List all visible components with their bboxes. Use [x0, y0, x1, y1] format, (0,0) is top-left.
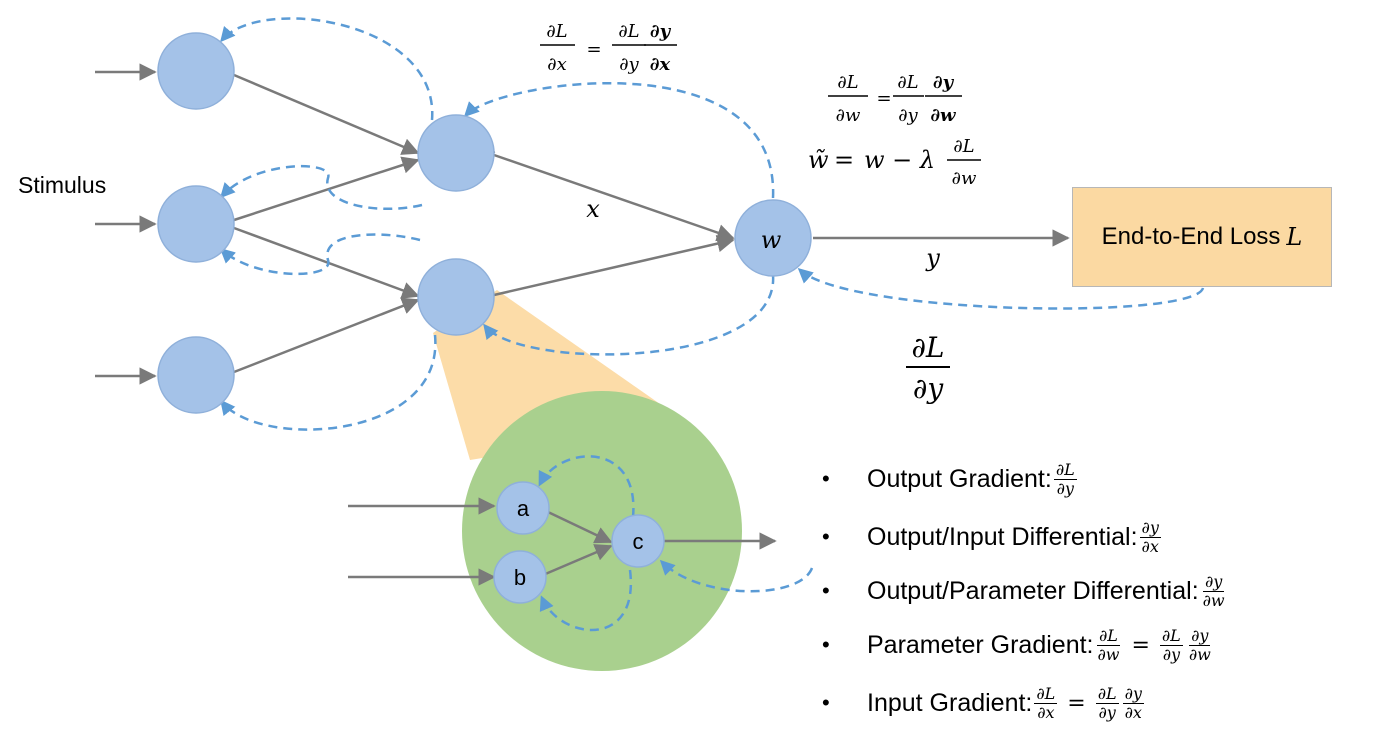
label-b: b: [514, 565, 526, 590]
bullet-label: Output Gradient:: [867, 464, 1052, 493]
backprop-w-h1: [463, 81, 775, 199]
fraction: ∂L∂y: [1159, 625, 1183, 664]
fraction: ∂y∂x: [1122, 683, 1144, 722]
equals-sign: =: [1067, 690, 1086, 716]
zoom-circle: [462, 391, 742, 671]
label-w: w: [761, 226, 782, 254]
equation-update: w̃ = w − λ ∂L ∂w: [808, 136, 981, 189]
fraction: ∂L∂y: [1095, 683, 1119, 722]
bullet-output-gradient: • Output Gradient: ∂L∂y: [822, 459, 1077, 498]
stimulus-label: Stimulus: [18, 172, 107, 198]
weight-node-w: [734, 199, 812, 277]
equation-dLdw: ∂L ∂w = ∂L ∂y ∂y ∂w: [828, 72, 962, 126]
svg-text:∂L: ∂L: [953, 136, 974, 157]
backprop-h2-n2-bottom: [219, 233, 421, 276]
bullet-output-parameter-differential: • Output/Parameter Differential: ∂y∂w: [822, 571, 1225, 610]
edge-n3-h2: [233, 297, 420, 374]
svg-text:∂L: ∂L: [618, 21, 639, 42]
svg-text:=: =: [876, 88, 891, 109]
svg-text:∂L: ∂L: [837, 72, 858, 93]
inner-node-a: [496, 481, 550, 535]
hidden-node-2: [417, 258, 495, 336]
bullet-label: Output/Input Differential:: [867, 522, 1138, 551]
bullet-parameter-gradient: • Parameter Gradient: ∂L∂w = ∂L∂y ∂y∂w: [822, 625, 1211, 664]
hidden-node-1: [417, 114, 495, 192]
svg-text:∂L: ∂L: [546, 21, 567, 42]
backprop-h1-n1: [220, 17, 434, 121]
label-x: x: [586, 195, 600, 223]
bullet-label: Input Gradient:: [867, 688, 1033, 717]
bullet-label: Parameter Gradient:: [867, 630, 1094, 659]
edge-n2-h1: [233, 156, 420, 222]
input-node-3: [157, 336, 235, 414]
edge-n2-h2: [233, 226, 420, 299]
bullet-output-input-differential: • Output/Input Differential: ∂y∂x: [822, 517, 1161, 556]
inner-node-c: [611, 514, 665, 568]
fraction: ∂y∂x: [1139, 517, 1161, 556]
svg-text:=: =: [586, 39, 601, 60]
label-a: a: [517, 496, 530, 521]
svg-text:∂x: ∂x: [547, 54, 566, 75]
inner-node-b: [493, 550, 547, 604]
fraction: ∂L∂y: [1053, 459, 1077, 498]
equals-sign: =: [1131, 632, 1150, 658]
label-y: y: [925, 244, 940, 272]
fraction: ∂y∂w: [1188, 625, 1211, 664]
loss-box-symbol: L: [1286, 223, 1303, 251]
svg-text:∂y: ∂y: [913, 372, 944, 405]
loss-box-text: End-to-End Loss: [1101, 223, 1281, 250]
label-c: c: [633, 529, 644, 554]
svg-text:∂w: ∂w: [930, 105, 957, 126]
backprop-h1-n2-top: [219, 164, 423, 211]
backprop-w-h2: [483, 274, 775, 356]
svg-text:∂w: ∂w: [952, 168, 977, 189]
fraction: ∂L∂w: [1097, 625, 1120, 664]
backprop-c-a: [538, 455, 635, 518]
loss-box: End-to-End Loss L: [1072, 187, 1332, 287]
svg-text:∂y: ∂y: [650, 21, 672, 42]
edge-h2-w: [493, 235, 735, 297]
svg-text:∂w: ∂w: [836, 105, 861, 126]
edge-a-c: [547, 510, 613, 544]
svg-text:∂x: ∂x: [650, 54, 671, 75]
backprop-c-b: [539, 569, 633, 632]
bullet-label: Output/Parameter Differential:: [867, 576, 1199, 605]
svg-text:∂y: ∂y: [619, 54, 639, 75]
edge-n1-h1: [233, 73, 420, 155]
svg-text:∂y: ∂y: [898, 105, 918, 126]
input-node-2: [157, 185, 235, 263]
equation-dLdx: ∂L ∂x = ∂L ∂y ∂y ∂x: [540, 21, 677, 75]
input-node-1: [157, 32, 235, 110]
svg-text:∂L: ∂L: [911, 331, 944, 364]
edge-x: [493, 153, 735, 242]
edge-b-c: [542, 544, 613, 577]
equation-dLdy: ∂L ∂y: [906, 331, 950, 405]
bullet-input-gradient: • Input Gradient: ∂L∂x = ∂L∂y ∂y∂x: [822, 683, 1144, 722]
svg-text:∂L: ∂L: [897, 72, 918, 93]
fraction: ∂y∂w: [1202, 571, 1225, 610]
backprop-h2-n3: [220, 334, 437, 431]
svg-text:∂y: ∂y: [933, 72, 955, 93]
fraction: ∂L∂x: [1034, 683, 1058, 722]
svg-text:w̃: w̃: [808, 146, 829, 174]
svg-text:=: =: [834, 146, 854, 174]
svg-text:w − λ: w − λ: [864, 146, 935, 174]
